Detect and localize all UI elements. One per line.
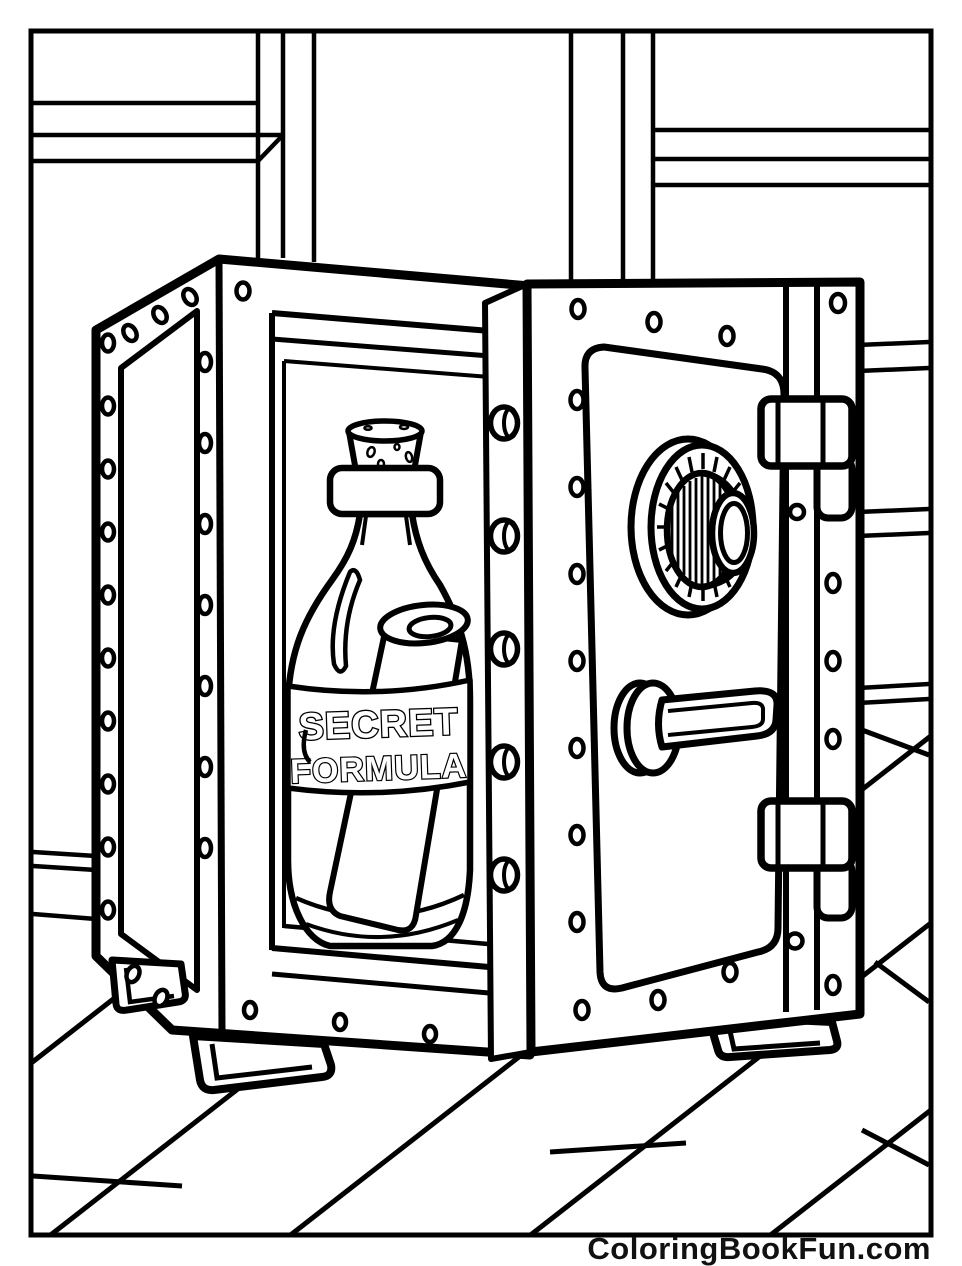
bottle-neck-collar [326,464,444,518]
bottom-hinge [757,797,856,951]
wall-paneling [32,33,930,922]
site-watermark: ColoringBookFun.com [587,1231,931,1266]
bottle-label-line1: SECRET [298,701,460,749]
locking-bolts [487,404,521,894]
bottle-label-line2: FORMULA [290,747,468,791]
safe-rivets [99,280,439,1045]
left-side-foot [108,956,189,1014]
glass-highlight [330,568,363,674]
safe-feet [108,956,842,1095]
bottle-label [285,677,473,796]
bottom-hinge-bracket [757,797,856,872]
safe-left-panel [118,308,200,993]
top-hinge-bracket [757,395,856,470]
door-handle [610,679,781,777]
door-edge [482,281,534,1062]
combination-dial [627,435,758,619]
top-hinge [757,395,856,522]
door-inner-panel [581,343,788,993]
opening-frame [269,310,491,996]
corked-bottle: SECRET FORMULA [284,418,474,950]
